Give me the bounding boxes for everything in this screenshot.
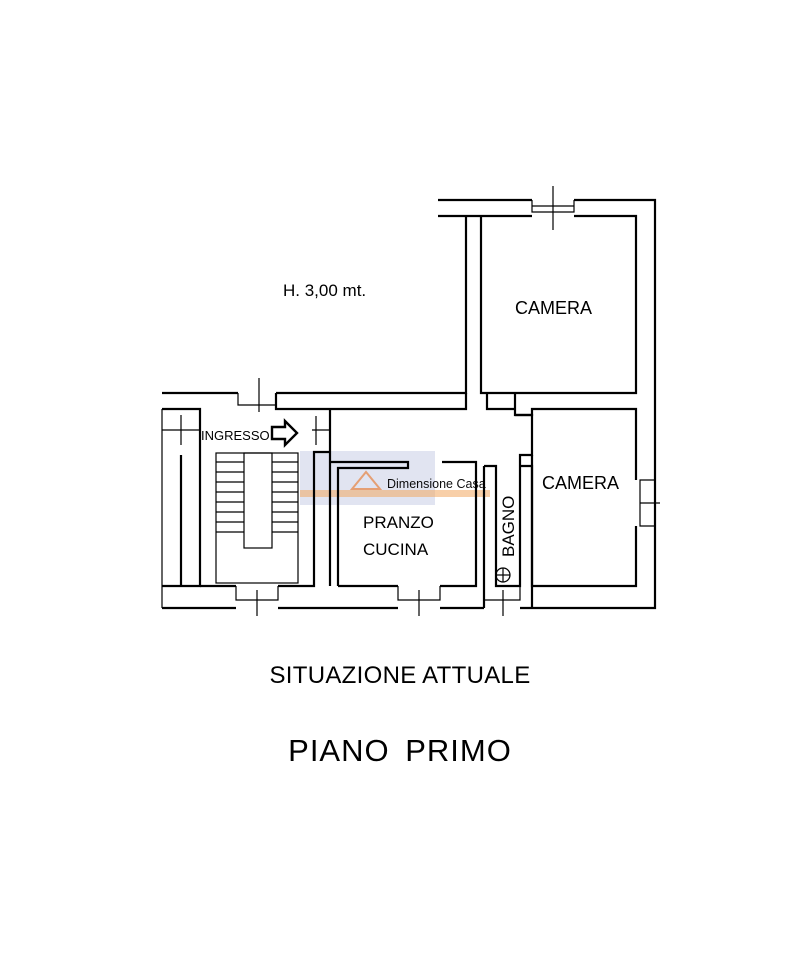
watermark-stripe <box>300 490 490 497</box>
ingresso-walls <box>274 393 468 586</box>
kitchen-walls <box>330 460 478 616</box>
floor-title: PIANO PRIMO <box>288 733 512 768</box>
bathroom-walls <box>482 464 534 616</box>
watermark-text: Dimensione Casa <box>387 477 486 491</box>
entrance-arrow-icon <box>270 418 299 448</box>
ceiling-height-label: H. 3,00 mt. <box>283 281 366 300</box>
room-label-cucina: CUCINA <box>363 540 429 559</box>
room-label-pranzo: PRANZO <box>363 513 434 532</box>
stairwell <box>200 450 330 616</box>
room-label-ingresso: INGRESSO <box>201 428 270 443</box>
watermark-roof-icon <box>349 470 383 490</box>
situation-caption: SITUAZIONE ATTUALE <box>269 662 531 689</box>
room-label-bagno: BAGNO <box>499 496 518 557</box>
watermark-logo: Dimensione Casa <box>300 451 490 505</box>
room-label-camera-right: CAMERA <box>542 473 619 493</box>
room-label-camera-top: CAMERA <box>515 298 592 318</box>
floor-plan: Dimensione Casa <box>161 186 660 616</box>
